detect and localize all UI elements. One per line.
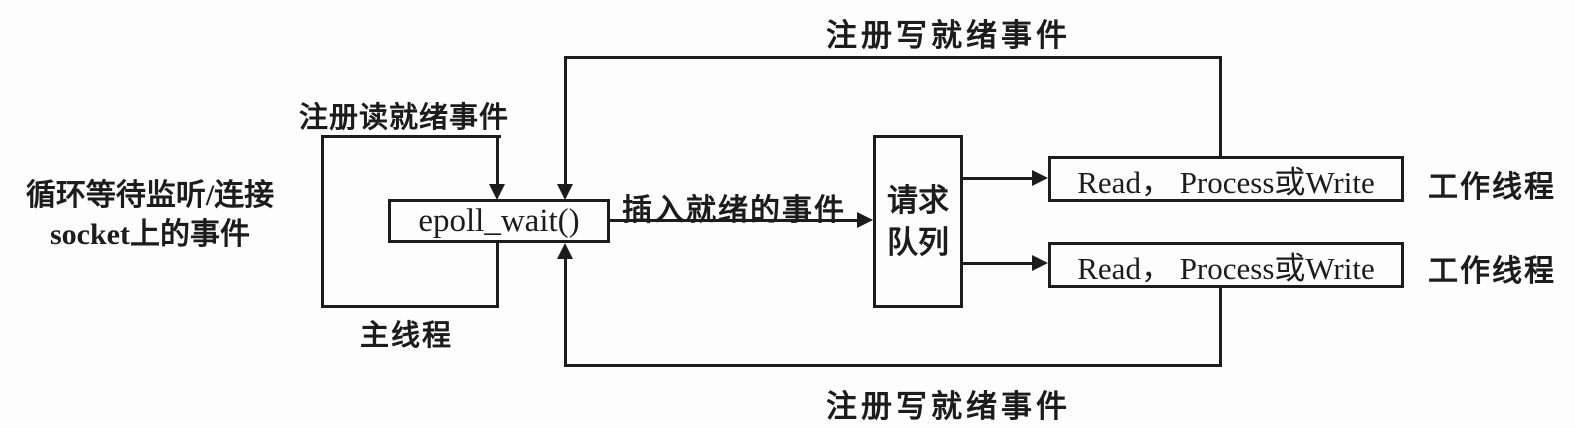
arrow-into-request-queue-icon [857, 212, 873, 228]
queue-to-worker-bottom-line [960, 262, 1034, 265]
write-loop-bottom-left-line [564, 258, 567, 367]
epoll-wait-label: epoll_wait() [418, 202, 580, 239]
request-queue-box: 请求 队列 [873, 135, 963, 308]
read-loop-top-line [321, 135, 501, 138]
write-loop-bottom-line [564, 364, 1222, 367]
request-queue-line1: 请求 [887, 182, 949, 218]
worker-box-top: Read， Process或Write [1048, 156, 1404, 202]
worker-box-top-label: Read， Process或Write [1077, 164, 1375, 200]
write-loop-bottom-right-line [1219, 286, 1222, 367]
worker-box-bottom-label: Read， Process或Write [1077, 250, 1375, 286]
label-worker-thread-top: 工作线程 [1428, 171, 1556, 204]
arrow-write-top-into-epoll-icon [557, 184, 573, 200]
queue-to-worker-top-line [960, 177, 1034, 180]
arrow-read-loop-into-epoll-icon [489, 184, 505, 200]
worker-box-bottom: Read， Process或Write [1048, 242, 1404, 288]
write-loop-top-left-line [564, 56, 567, 186]
write-loop-top-right-line [1219, 56, 1222, 158]
label-main-thread: 主线程 [360, 320, 454, 352]
write-loop-top-line [564, 56, 1222, 59]
label-register-write-ready-bottom: 注册写就绪事件 [826, 389, 1071, 424]
left-note: 循环等待监听/连接 socket上的事件 [0, 176, 300, 254]
request-queue-label: 请求 队列 [887, 180, 949, 264]
arrow-into-worker-top-icon [1032, 170, 1048, 186]
insert-events-line [609, 219, 860, 222]
left-note-line2: socket上的事件 [50, 218, 250, 251]
label-register-read-ready: 注册读就绪事件 [299, 102, 510, 134]
label-worker-thread-bottom: 工作线程 [1428, 255, 1556, 288]
read-loop-left-line [321, 135, 324, 307]
left-note-line1: 循环等待监听/连接 [25, 179, 275, 212]
epoll-wait-box: epoll_wait() [388, 199, 610, 243]
request-queue-line2: 队列 [887, 224, 949, 260]
arrow-write-bottom-into-epoll-icon [557, 243, 573, 259]
arrow-into-worker-bottom-icon [1032, 255, 1048, 271]
label-insert-ready-events: 插入就绪的事件 [622, 194, 846, 227]
read-loop-return-line [496, 241, 499, 307]
read-loop-down-line [496, 135, 499, 187]
label-register-write-ready-top: 注册写就绪事件 [826, 18, 1071, 53]
read-loop-bottom-line [321, 305, 499, 308]
